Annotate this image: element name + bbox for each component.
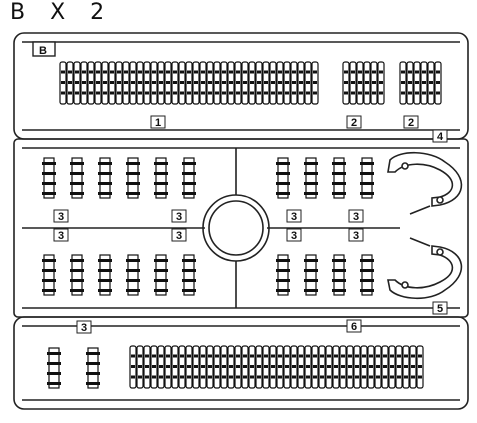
part-number-4: 4	[437, 131, 444, 143]
part-number-1: 1	[155, 117, 161, 129]
single-link	[42, 254, 56, 296]
single-link	[70, 157, 84, 199]
single-link	[126, 254, 140, 296]
hook-part-4	[387, 151, 463, 207]
single-link	[70, 254, 84, 296]
single-link	[154, 254, 168, 296]
part-number-3: 3	[176, 230, 182, 242]
single-link	[360, 254, 374, 296]
single-link	[98, 254, 112, 296]
part-number-6: 6	[351, 321, 357, 333]
single-link	[332, 254, 346, 296]
single-link	[304, 157, 318, 199]
part-number-labels: 1 2 2 4 5 6 3 3 3 3 3 3 3 3 3	[53, 115, 448, 334]
center-hub	[202, 194, 270, 262]
track-strip-6	[129, 345, 424, 389]
single-link	[98, 157, 112, 199]
frame-letter-box: B	[32, 41, 56, 57]
single-link	[332, 157, 346, 199]
part-number-2b: 2	[408, 117, 414, 129]
single-link	[47, 347, 61, 389]
part-number-3: 3	[58, 211, 64, 223]
single-link	[126, 157, 140, 199]
single-link	[360, 157, 374, 199]
part-number-3: 3	[58, 230, 64, 242]
single-link	[276, 157, 290, 199]
part-number-3: 3	[353, 230, 359, 242]
single-link	[304, 254, 318, 296]
part-number-2a: 2	[351, 117, 357, 129]
frame-bottom-section	[13, 316, 469, 410]
track-strip-2a	[342, 61, 385, 105]
part-number-3: 3	[353, 211, 359, 223]
track-strip-2b	[399, 61, 442, 105]
sheet-title: B X 2	[10, 0, 114, 25]
frame-letter: B	[39, 45, 47, 57]
single-link	[154, 157, 168, 199]
part-number-3: 3	[81, 322, 87, 334]
part-number-3: 3	[176, 211, 182, 223]
part-number-5: 5	[437, 303, 443, 315]
part-number-3: 3	[291, 211, 297, 223]
single-link	[42, 157, 56, 199]
single-link	[182, 254, 196, 296]
single-link	[182, 157, 196, 199]
track-links-group	[42, 61, 442, 389]
track-strip-1	[59, 61, 319, 105]
hook-parts	[387, 151, 463, 300]
single-link	[86, 347, 100, 389]
part-number-3: 3	[291, 230, 297, 242]
single-link	[276, 254, 290, 296]
hook-part-5	[387, 245, 463, 300]
